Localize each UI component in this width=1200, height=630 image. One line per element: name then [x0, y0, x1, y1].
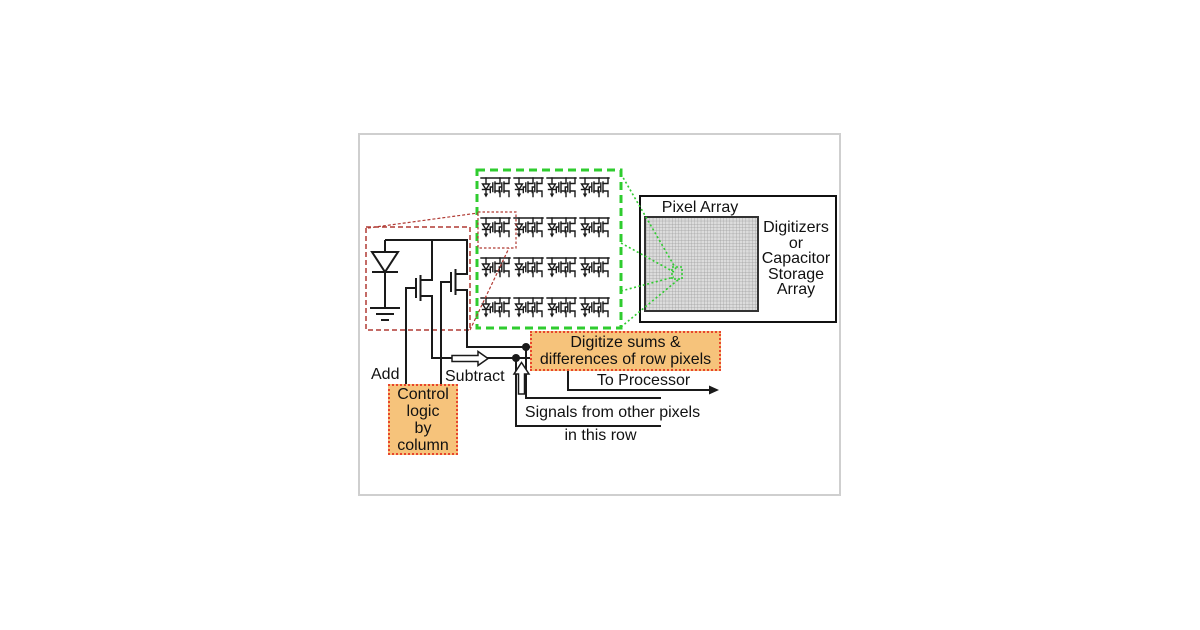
control-box-line: by — [414, 419, 432, 437]
pixel-array-grid — [644, 216, 759, 312]
digitizers-line: Array — [776, 281, 816, 298]
row-bus-line-b — [515, 357, 661, 427]
row-bus-line-a — [525, 346, 661, 399]
red-dotted-cell-highlight — [477, 211, 517, 249]
to-processor-label: To Processor — [596, 372, 691, 389]
signals-label-line2: in this row — [564, 427, 637, 444]
digitize-sums-box: Digitize sums & differences of row pixel… — [530, 331, 721, 371]
control-box-line: Control — [397, 385, 449, 403]
hollow-arrow-right-icon — [451, 350, 490, 367]
green-dashed-box — [475, 168, 623, 330]
subtract-source-bus — [466, 289, 527, 348]
red-dashed-box — [365, 226, 471, 331]
control-box-line: logic — [406, 402, 440, 420]
digitizers-line: Storage — [767, 265, 825, 283]
digitizers-line: Capacitor — [761, 250, 831, 267]
green-zoom-connectors — [620, 173, 683, 328]
filled-arrow-right-icon — [709, 385, 719, 395]
mosfet-symbol-subtract — [440, 239, 468, 295]
junction-dot — [522, 343, 530, 351]
hollow-arrow-up-icon — [512, 361, 531, 395]
digitize-box-line: Digitize sums & — [570, 334, 681, 351]
digitizers-line: or — [788, 234, 804, 252]
subtract-label: Subtract — [445, 368, 505, 385]
pixel-array-title: Pixel Array — [661, 199, 739, 216]
digitizers-line: Digitizers — [763, 219, 829, 236]
pixel-array-chip — [639, 195, 837, 323]
junction-dot — [512, 354, 520, 362]
red-zoom-connectors — [367, 212, 510, 331]
control-logic-box: Control logic by column — [388, 384, 458, 455]
digitize-box-line: differences of row pixels — [539, 351, 712, 368]
single-pixel-schematic — [365, 226, 471, 331]
zoom-region-marker — [671, 266, 683, 280]
photodiode-symbol — [370, 240, 400, 308]
signals-label-line1: Signals from other pixels — [524, 404, 701, 421]
digitizers-label: Digitizers or Capacitor Storage Array — [752, 220, 840, 298]
add-label: Add — [371, 366, 400, 383]
control-box-line: column — [397, 436, 449, 454]
mosfet-symbol-add — [405, 239, 433, 301]
pixel-cell-array — [475, 168, 623, 330]
ground-symbol — [370, 307, 400, 321]
to-processor-line — [567, 370, 710, 391]
